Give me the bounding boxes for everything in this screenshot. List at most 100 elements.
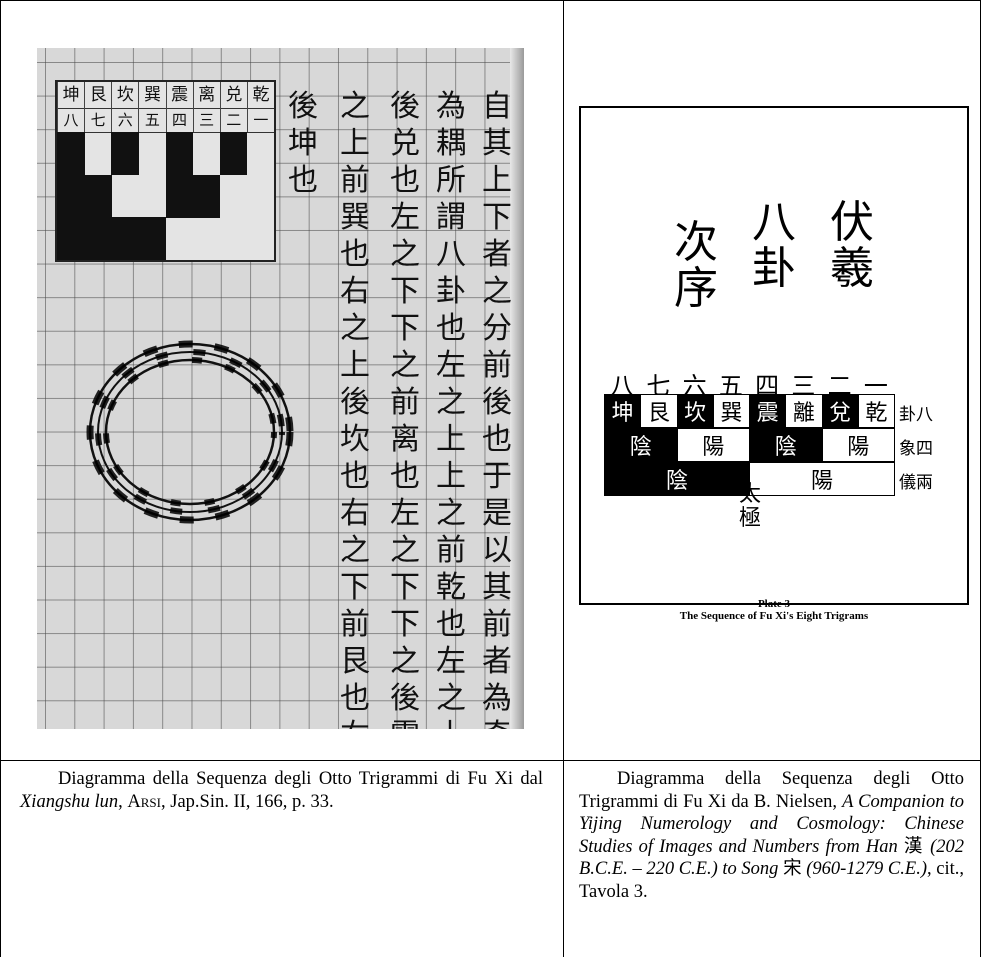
trigram-number: 八 xyxy=(57,108,84,132)
manuscript-character: 也 xyxy=(390,162,420,199)
label-two-modes: 儀兩 xyxy=(899,468,933,493)
trigram-sequence-table: 坤艮坎巽震离兑乾 八七六五四三二一 xyxy=(55,80,276,262)
manuscript-text-column: 自其上下者之分前後也于是以其前者為奇後者 xyxy=(477,88,517,729)
manuscript-character: 者 xyxy=(482,643,512,680)
yin-block xyxy=(166,132,194,175)
manuscript-character: 後 xyxy=(340,384,370,421)
manuscript-character: 謂 xyxy=(436,199,466,236)
manuscript-character: 艮 xyxy=(340,643,370,680)
trigram-name: 坎 xyxy=(111,82,138,108)
trigram-number: 六 xyxy=(111,108,138,132)
plate-subtitle: The Sequence of Fu Xi's Eight Trigrams xyxy=(579,610,969,622)
plate-trigram-cell: 巽 xyxy=(713,394,750,428)
taiji-ring-drawing xyxy=(82,334,297,529)
manuscript-character: 為 xyxy=(436,88,466,125)
yin-block xyxy=(57,132,85,175)
plate-title: 次序八卦伏羲 xyxy=(581,200,967,312)
manuscript-character: 是 xyxy=(482,495,512,532)
manuscript-character: 自 xyxy=(482,88,512,125)
manuscript-character: 下 xyxy=(390,606,420,643)
yin-block xyxy=(84,217,112,260)
plate-title-character: 羲 xyxy=(830,246,874,292)
yin-block xyxy=(193,175,221,218)
manuscript-character: 前 xyxy=(482,606,512,643)
manuscript-character: 于 xyxy=(482,458,512,495)
manuscript-character: 右 xyxy=(340,495,370,532)
manuscript-character: 後 xyxy=(390,680,420,717)
yin-block xyxy=(111,132,139,175)
manuscript-character: 為 xyxy=(482,680,512,717)
manuscript-character: 巽 xyxy=(340,199,370,236)
manuscript-character: 也 xyxy=(390,458,420,495)
manuscript-character: 也 xyxy=(340,458,370,495)
plate-3-image: 次序八卦伏羲 八七六五四三二一 坤艮坎巽震離兌乾 卦八 陰陽陰陽 象四 陰陽 儀… xyxy=(579,106,969,605)
yin-block xyxy=(57,217,85,260)
manuscript-text-column: 之上前巽也右之上後坎也右之下前艮也右之下 xyxy=(335,88,375,729)
table-border-top xyxy=(0,0,981,1)
right-caption: Diagramma della Sequenza degli Otto Trig… xyxy=(579,768,964,903)
plate-title-character: 次 xyxy=(674,220,718,266)
plate-trigram-cell: 乾 xyxy=(858,394,895,428)
trigram-name: 震 xyxy=(166,82,193,108)
manuscript-character: 也 xyxy=(340,236,370,273)
yin-block xyxy=(166,175,194,218)
plate-number: Plate 3 xyxy=(579,598,969,610)
trigram-name: 坤 xyxy=(57,82,84,108)
manuscript-text-column: 為耦所謂八卦也左之上上之前乾也左之上上之 xyxy=(431,88,471,729)
plate-title-column: 八卦 xyxy=(752,200,796,312)
plate-trigram-row: 坤艮坎巽震離兌乾 xyxy=(604,394,894,428)
manuscript-character: 也 xyxy=(340,680,370,717)
manuscript-character: 之 xyxy=(482,273,512,310)
trigram-numbers-row: 八七六五四三二一 xyxy=(57,108,274,133)
left-caption: Diagramma della Sequenza degli Otto Trig… xyxy=(20,768,543,813)
manuscript-character: 之 xyxy=(436,495,466,532)
manuscript-character: 卦 xyxy=(436,273,466,310)
manuscript-character: 者 xyxy=(482,236,512,273)
plate-caption: Plate 3 The Sequence of Fu Xi's Eight Tr… xyxy=(579,598,969,622)
manuscript-character: 之 xyxy=(436,680,466,717)
trigram-name: 乾 xyxy=(247,82,274,108)
manuscript-character: 右 xyxy=(340,273,370,310)
manuscript-character: 乾 xyxy=(436,569,466,606)
label-four-images: 象四 xyxy=(899,434,933,459)
manuscript-character: 分 xyxy=(482,310,512,347)
yin-block xyxy=(111,217,139,260)
plate-trigram-cell: 坎 xyxy=(677,394,714,428)
table-divider-horizontal xyxy=(0,760,981,761)
manuscript-character: 前 xyxy=(340,606,370,643)
manuscript-character: 右 xyxy=(340,717,370,729)
manuscript-text-column: 後兑也左之下下之前离也左之下下之後震也右 xyxy=(385,88,425,729)
label-eight-trigrams: 卦八 xyxy=(899,400,933,425)
manuscript-character: 奇 xyxy=(482,717,512,729)
manuscript-character: 之 xyxy=(340,88,370,125)
manuscript-character: 下 xyxy=(482,199,512,236)
manuscript-character: 後 xyxy=(482,384,512,421)
plate-trigram-cell: 兌 xyxy=(822,394,859,428)
plate-four-images-cell: 陰 xyxy=(604,428,678,462)
manuscript-character: 之 xyxy=(390,236,420,273)
plate-four-images-cell: 陰 xyxy=(749,428,823,462)
manuscript-character: 也 xyxy=(288,162,318,199)
manuscript-character: 以 xyxy=(482,532,512,569)
plate-two-modes-cell: 陽 xyxy=(749,462,895,496)
table-divider-vertical xyxy=(563,0,564,957)
trigram-names-row: 坤艮坎巽震离兑乾 xyxy=(57,82,274,109)
plate-title-character: 卦 xyxy=(752,246,796,292)
manuscript-character: 後 xyxy=(288,88,318,125)
manuscript-character: 前 xyxy=(340,162,370,199)
manuscript-character: 上 xyxy=(436,717,466,729)
plate-trigram-cell: 震 xyxy=(749,394,786,428)
trigram-name: 兑 xyxy=(220,82,247,108)
yin-block xyxy=(84,175,112,218)
manuscript-character: 前 xyxy=(390,384,420,421)
plate-trigram-cell: 離 xyxy=(785,394,822,428)
manuscript-character: 耦 xyxy=(436,125,466,162)
manuscript-character: 之 xyxy=(340,310,370,347)
manuscript-character: 震 xyxy=(390,717,420,729)
trigram-number: 七 xyxy=(84,108,111,132)
trigram-number: 一 xyxy=(247,108,274,132)
manuscript-character: 下 xyxy=(390,273,420,310)
plate-four-images-cell: 陽 xyxy=(677,428,751,462)
taiji-character: 極 xyxy=(739,507,761,531)
manuscript-character: 坤 xyxy=(288,125,318,162)
